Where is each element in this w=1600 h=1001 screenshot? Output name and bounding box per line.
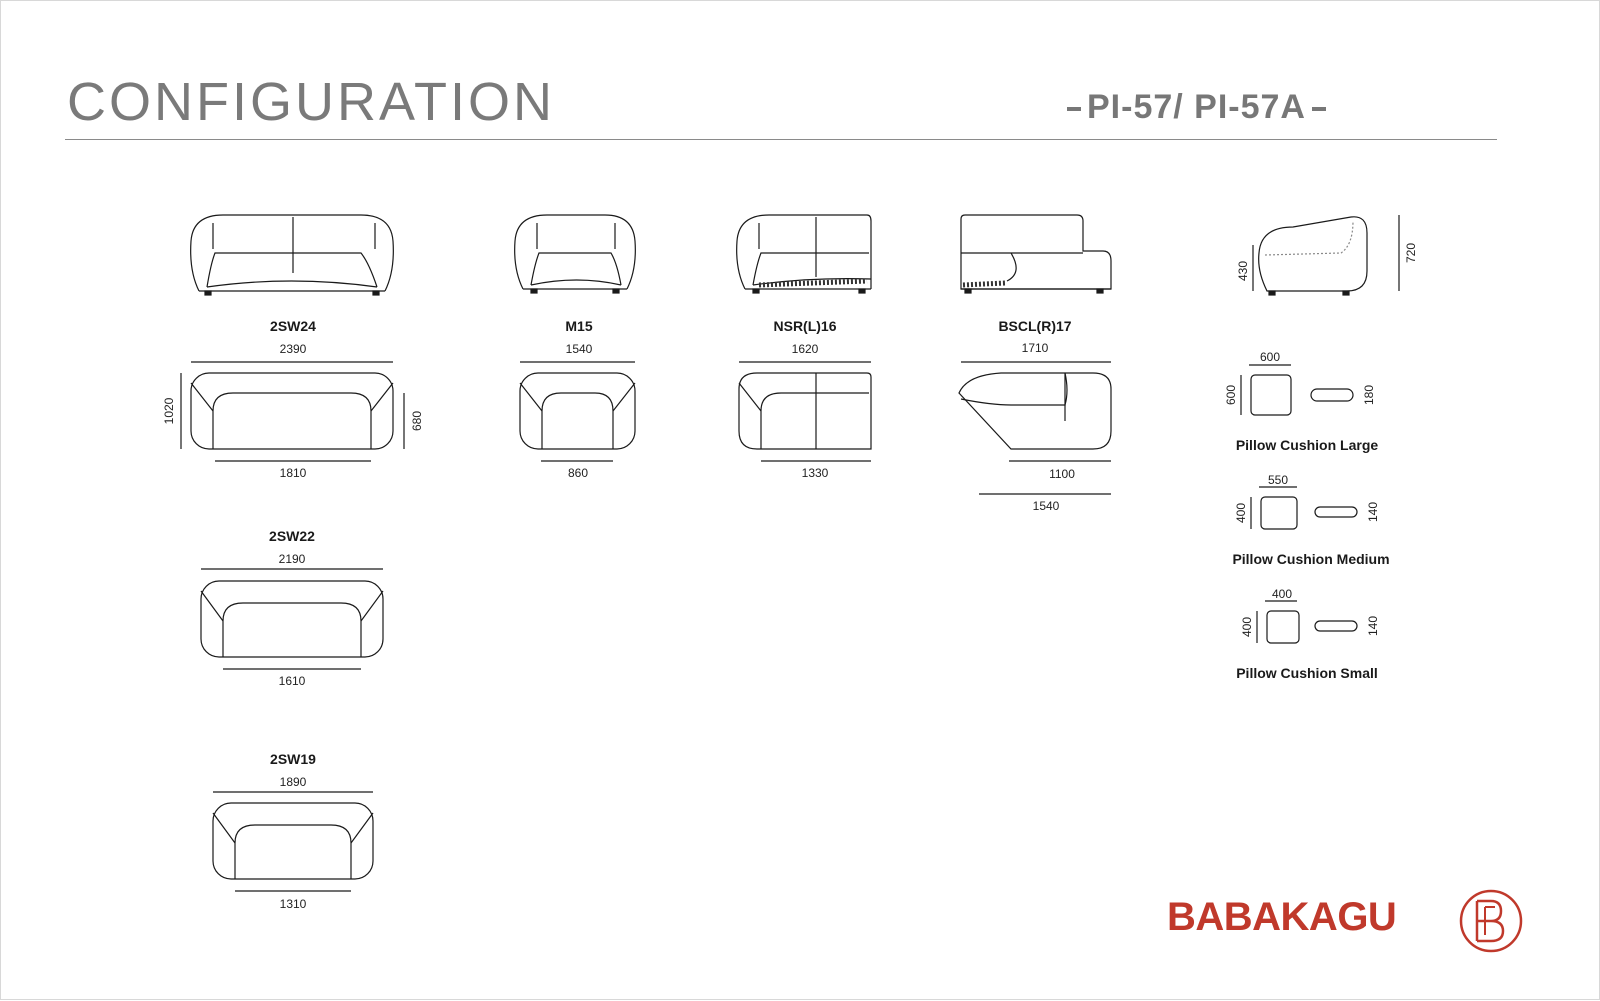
dash-right xyxy=(1311,107,1326,112)
sofa-2sw19-bottom-dim: 1310 xyxy=(279,897,307,911)
cushion-medium-width-dim: 550 xyxy=(1267,473,1289,487)
sofa-2sw22-top-dim: 2190 xyxy=(278,552,306,566)
sofa-2sw22-plan xyxy=(200,568,384,670)
sofa-2sw22-code: 2SW22 xyxy=(269,528,315,544)
side-view-seat-height-dim: 430 xyxy=(1236,260,1250,282)
sofa-2sw19-plan xyxy=(212,791,374,892)
sofa-bscl-inner-dim: 1100 xyxy=(1049,467,1075,481)
sofa-nsr-front xyxy=(736,214,872,294)
sofa-m15-code: M15 xyxy=(565,318,593,334)
cushion-small-height-dim: 400 xyxy=(1240,616,1254,638)
sofa-bscl-code: BSCL(R)17 xyxy=(998,318,1072,334)
cushion-medium-drawing xyxy=(1250,486,1358,530)
sofa-bscl-front xyxy=(960,214,1112,294)
model-number: PI-57/ PI-57A xyxy=(1061,90,1332,124)
cushion-small-caption: Pillow Cushion Small xyxy=(1236,665,1378,681)
sofa-m15-plan xyxy=(519,361,636,462)
sofa-2sw24-depth-dim: 1020 xyxy=(162,397,176,425)
sofa-nsr-top-dim: 1620 xyxy=(791,342,819,356)
model-label: PI-57/ PI-57A xyxy=(1087,88,1306,126)
page-title: CONFIGURATION xyxy=(67,72,555,132)
sofa-2sw24-bottom-dim: 1810 xyxy=(279,466,307,480)
side-view-height-dim: 720 xyxy=(1404,242,1418,264)
cushion-small-thickness-dim: 140 xyxy=(1366,615,1380,637)
cushion-large-drawing xyxy=(1240,364,1354,416)
cushion-medium-height-dim: 400 xyxy=(1234,502,1248,524)
sofa-2sw24-front xyxy=(190,214,394,296)
dash-left xyxy=(1067,107,1081,112)
sofa-nsr-code: NSR(L)16 xyxy=(773,318,837,334)
cushion-large-height-dim: 600 xyxy=(1224,384,1238,406)
sofa-m15-bottom-dim: 860 xyxy=(567,466,589,480)
sofa-m15-front xyxy=(514,214,636,294)
cushion-medium-thickness-dim: 140 xyxy=(1366,501,1380,523)
cushion-small-drawing xyxy=(1256,600,1358,644)
sofa-m15-top-dim: 1540 xyxy=(565,342,593,356)
sofa-bscl-plan xyxy=(958,361,1112,495)
sofa-nsr-bottom-dim: 1330 xyxy=(801,466,829,480)
brand-wordmark: BABAKAGU xyxy=(1167,895,1397,939)
sofa-bscl-bottom-dim: 1540 xyxy=(1032,499,1060,513)
sofa-2sw19-top-dim: 1890 xyxy=(279,775,307,789)
cushion-large-caption: Pillow Cushion Large xyxy=(1235,437,1379,453)
sofa-2sw24-seat-dim: 680 xyxy=(410,410,424,432)
sofa-2sw24-plan xyxy=(180,361,405,462)
bb-logo-icon xyxy=(1459,889,1523,953)
side-view xyxy=(1252,215,1400,296)
sofa-2sw24-code: 2SW24 xyxy=(270,318,316,334)
cushion-large-thickness-dim: 180 xyxy=(1362,384,1376,406)
header-divider xyxy=(65,139,1497,140)
cushion-large-width-dim: 600 xyxy=(1259,350,1281,364)
sofa-2sw22-bottom-dim: 1610 xyxy=(278,674,306,688)
sofa-2sw19-code: 2SW19 xyxy=(270,751,316,767)
cushion-small-width-dim: 400 xyxy=(1271,587,1293,601)
sofa-nsr-plan xyxy=(738,361,872,462)
cushion-medium-caption: Pillow Cushion Medium xyxy=(1232,551,1390,567)
sofa-2sw24-top-dim: 2390 xyxy=(279,342,307,356)
sofa-bscl-top-dim: 1710 xyxy=(1021,341,1049,355)
